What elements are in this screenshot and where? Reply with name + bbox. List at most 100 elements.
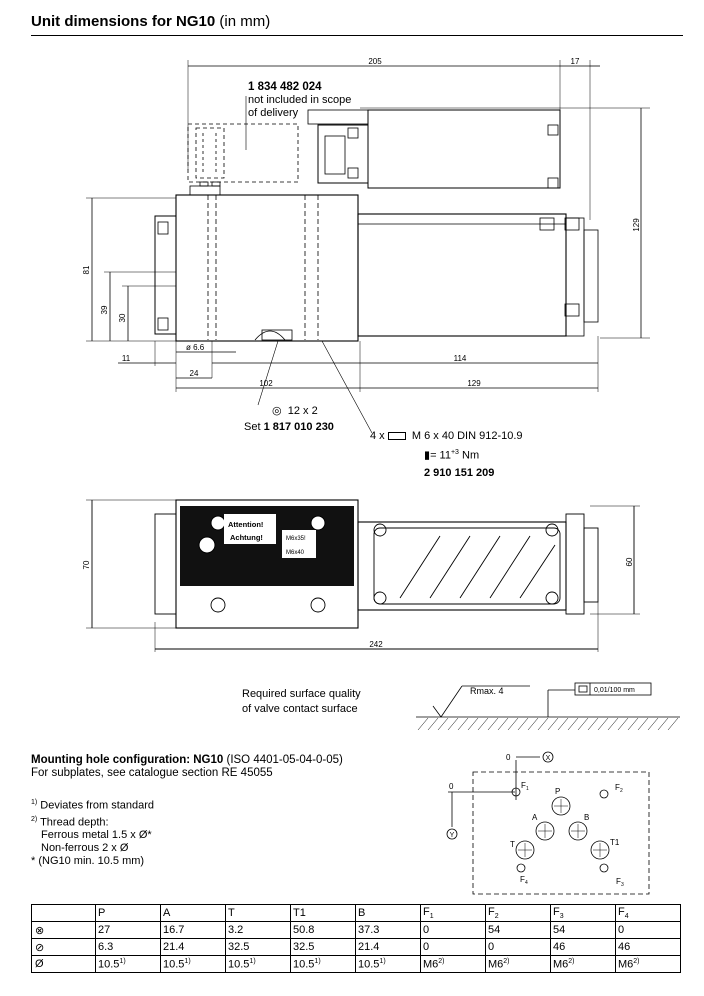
screw-label-2: M6x40 bbox=[286, 550, 305, 556]
table-cell: 27 bbox=[95, 921, 161, 939]
screw-icon bbox=[387, 432, 406, 441]
surface-symbol-drawing: Rmax. 4 0,01/100 mm bbox=[416, 682, 680, 731]
port-f3-label: F bbox=[616, 877, 621, 886]
table-header-cell: A bbox=[160, 904, 226, 922]
torque-callout: ▮= 11+3 Nm bbox=[424, 449, 480, 462]
hole-pattern-diagram: 0 0 X Y P A B T T1 F 1 F 2 F 3 F 4 bbox=[446, 751, 650, 895]
dim-70: 70 bbox=[82, 560, 91, 569]
dim-24: 24 bbox=[190, 369, 199, 378]
elevation-view-drawing: 205 17 129 81 39 30 11 ø 6.6 24 114 102 … bbox=[82, 57, 650, 434]
table-header-cell: T1 bbox=[290, 904, 356, 922]
plug-note-1: not included in scope bbox=[248, 94, 352, 106]
table-cell: 0 bbox=[420, 921, 486, 939]
plug-note-2: of delivery bbox=[248, 107, 299, 119]
oring-icon: ◎ bbox=[272, 405, 282, 417]
origin-x-label: 0 bbox=[506, 753, 511, 762]
port-f4-label: F bbox=[520, 875, 525, 884]
table-cell: 32.5 bbox=[290, 938, 356, 956]
attention-label: Attention! bbox=[228, 520, 263, 529]
page-title: Unit dimensions for NG10 (in mm) bbox=[31, 13, 271, 30]
table-cell: M62) bbox=[485, 955, 551, 973]
dim-11: 11 bbox=[122, 354, 131, 363]
table-cell: M62) bbox=[615, 955, 681, 973]
table-cell: 21.4 bbox=[355, 938, 421, 956]
port-b-label: B bbox=[584, 813, 589, 822]
table-cell: 0 bbox=[420, 938, 486, 956]
port-t-label: T bbox=[510, 840, 515, 849]
footnote-1: 1) Deviates from standard bbox=[31, 799, 155, 812]
table-cell: 10.51) bbox=[355, 955, 421, 973]
dim-60: 60 bbox=[625, 557, 634, 566]
flatness-label: 0,01/100 mm bbox=[594, 687, 635, 694]
dim-39: 39 bbox=[100, 305, 109, 314]
table-cell: 46 bbox=[615, 938, 681, 956]
table-cell: 6.3 bbox=[95, 938, 161, 956]
footnote-2-ferrous: Ferrous metal 1.5 x Ø* bbox=[41, 829, 152, 842]
mounting-hole-heading: Mounting hole configuration: NG10 (ISO 4… bbox=[31, 754, 343, 766]
axis-y-label: Y bbox=[450, 832, 455, 839]
table-header-cell: B bbox=[355, 904, 421, 922]
table-row: ⊗ 27 16.7 3.2 50.8 37.3 0 54 54 0 bbox=[31, 921, 681, 939]
table-cell: 10.51) bbox=[225, 955, 291, 973]
dim-81: 81 bbox=[82, 265, 91, 274]
port-a-label: A bbox=[532, 813, 538, 822]
achtung-label: Achtung! bbox=[230, 533, 263, 542]
dim-17: 17 bbox=[571, 57, 580, 66]
table-cell: 3.2 bbox=[225, 921, 291, 939]
dim-205: 205 bbox=[368, 57, 382, 66]
table-header-cell bbox=[31, 904, 96, 922]
axis-x-label: X bbox=[546, 755, 551, 762]
screw-label-1: M6x35! bbox=[286, 536, 306, 542]
table-row: Ø 10.51) 10.51) 10.51) 10.51) 10.51) M62… bbox=[31, 955, 681, 973]
table-header-cell: F2 bbox=[485, 904, 551, 922]
table-cell: 10.51) bbox=[290, 955, 356, 973]
table-cell: 21.4 bbox=[160, 938, 226, 956]
plug-part-number: 1 834 482 024 bbox=[248, 81, 322, 93]
screw-callout: 4 x M 6 x 40 DIN 912-10.9 bbox=[370, 430, 523, 442]
table-cell: 32.5 bbox=[225, 938, 291, 956]
dim-242: 242 bbox=[369, 640, 383, 649]
subplate-note: For subplates, see catalogue section RE … bbox=[31, 767, 273, 779]
origin-y-label: 0 bbox=[449, 782, 454, 791]
footnote-2-nonferrous: Non-ferrous 2 x Ø bbox=[41, 842, 129, 855]
surface-quality-text: Required surface quality of valve contac… bbox=[242, 688, 361, 715]
row-symbol-diameter: Ø bbox=[31, 955, 96, 973]
table-cell: 46 bbox=[550, 938, 616, 956]
rmax-label: Rmax. 4 bbox=[470, 686, 504, 696]
table-row: ⊘ 6.3 21.4 32.5 32.5 21.4 0 0 46 46 bbox=[31, 938, 681, 956]
port-t1-label: T1 bbox=[610, 838, 620, 847]
dim-102: 102 bbox=[259, 379, 273, 388]
table-cell: 0 bbox=[615, 921, 681, 939]
table-header-cell: P bbox=[95, 904, 161, 922]
mounting-hole-section: Mounting hole configuration: NG10 (ISO 4… bbox=[31, 754, 343, 868]
table-cell: 16.7 bbox=[160, 921, 226, 939]
table-header-cell: F1 bbox=[420, 904, 486, 922]
port-f3-sub: 3 bbox=[621, 882, 624, 888]
footnote-2: 2) Thread depth: bbox=[31, 815, 109, 829]
hole-coordinate-table: P A T T1 B F1 F2 F3 F4 ⊗ 27 16.7 3.2 50.… bbox=[31, 904, 681, 973]
table-cell: 10.51) bbox=[95, 955, 161, 973]
port-f4-sub: 4 bbox=[525, 880, 528, 886]
table-cell: M62) bbox=[550, 955, 616, 973]
dim-129-vertical: 129 bbox=[632, 218, 641, 232]
table-cell: 37.3 bbox=[355, 921, 421, 939]
footnote-3: * (NG10 min. 10.5 mm) bbox=[31, 855, 145, 868]
table-cell: 54 bbox=[485, 921, 551, 939]
port-f1-label: F bbox=[521, 781, 526, 790]
table-cell: 10.51) bbox=[160, 955, 226, 973]
port-f2-sub: 2 bbox=[620, 788, 623, 794]
table-cell: 50.8 bbox=[290, 921, 356, 939]
set-part-callout: Set 1 817 010 230 bbox=[244, 421, 334, 433]
table-cell: 54 bbox=[550, 921, 616, 939]
table-cell: M62) bbox=[420, 955, 486, 973]
torque-wrench-icon: ▮ bbox=[424, 449, 431, 462]
oring-callout: ◎ 12 x 2 bbox=[272, 405, 318, 417]
plan-view-drawing: 70 60 242 Attention! Achtung! M6x35! M6x… bbox=[82, 499, 640, 652]
port-f1-sub: 1 bbox=[526, 786, 529, 792]
row-symbol-x: ⊗ bbox=[31, 921, 96, 939]
dim-30: 30 bbox=[118, 313, 127, 322]
table-header-cell: T bbox=[225, 904, 291, 922]
dim-129-horizontal: 129 bbox=[467, 379, 481, 388]
row-symbol-y: ⊘ bbox=[31, 938, 96, 956]
footnotes: 1) Deviates from standard 2) Thread dept… bbox=[31, 796, 343, 868]
